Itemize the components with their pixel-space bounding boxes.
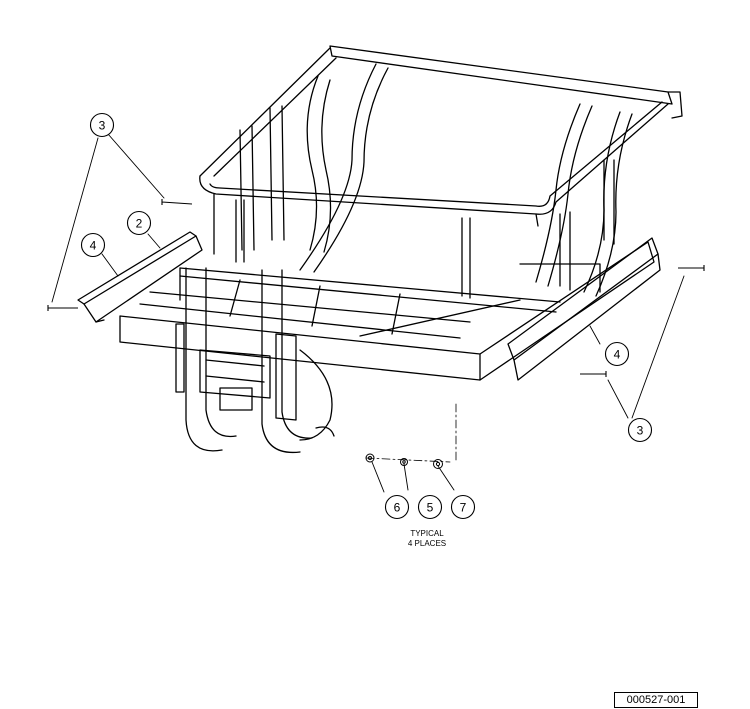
- vertical-posts: [235, 199, 571, 299]
- svg-text:4: 4: [90, 239, 97, 253]
- note-line-2: 4 PLACES: [408, 539, 446, 548]
- centre-lines: [365, 403, 457, 463]
- right-kick-plate: [507, 237, 661, 381]
- svg-text:5: 5: [427, 501, 434, 515]
- bolt-upper-left: [161, 199, 193, 205]
- svg-text:7: 7: [460, 501, 467, 515]
- left-kick-plate: [77, 231, 203, 323]
- bolt-lower-right: [580, 371, 607, 377]
- front-left-bow: [239, 63, 389, 273]
- hardware-flatwasher: [433, 459, 443, 469]
- callout-3-left: 3: [89, 112, 115, 138]
- note-line-1: TYPICAL: [410, 529, 444, 538]
- svg-text:6: 6: [394, 501, 401, 515]
- callout-4-left: 4: [80, 232, 106, 258]
- document-number: 000527-001: [614, 692, 698, 708]
- svg-text:2: 2: [136, 217, 143, 231]
- bolt-upper-right: [678, 265, 705, 271]
- callout-3-right: 3: [627, 417, 653, 443]
- callout-6: 6: [384, 494, 410, 520]
- callout-2: 2: [126, 210, 152, 236]
- hardware-lockwasher: [400, 458, 408, 466]
- bolt-lower-left: [47, 305, 78, 311]
- callout-7: 7: [450, 494, 476, 520]
- leader-lines: [51, 133, 685, 493]
- front-suspension: [175, 267, 335, 454]
- svg-text:4: 4: [614, 348, 621, 362]
- callout-4-right: 4: [604, 341, 630, 367]
- front-right-bow: [535, 103, 633, 297]
- hardware-nut: [365, 453, 375, 463]
- svg-text:3: 3: [99, 119, 106, 133]
- svg-text:3: 3: [637, 424, 644, 438]
- callout-5: 5: [417, 494, 443, 520]
